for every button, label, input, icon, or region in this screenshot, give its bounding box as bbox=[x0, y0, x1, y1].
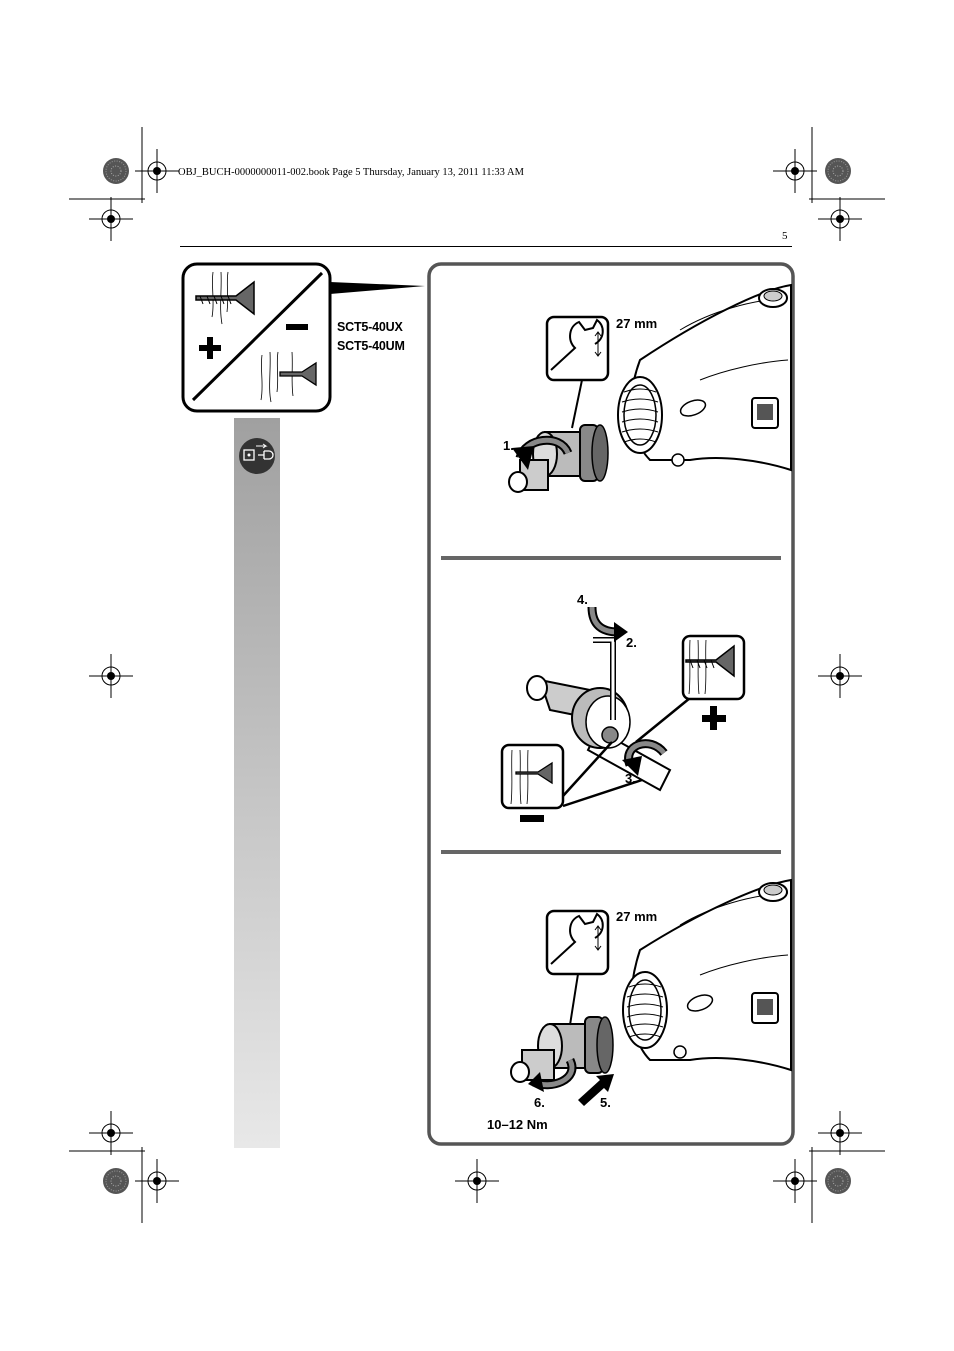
unplug-icon bbox=[239, 438, 275, 474]
page-number: 5 bbox=[782, 230, 788, 242]
torque-value: 10–12 Nm bbox=[487, 1117, 548, 1132]
header-rule bbox=[180, 246, 792, 247]
crop-marks bbox=[69, 127, 885, 1223]
step2-label: 2. bbox=[626, 635, 637, 650]
book-info-line: OBJ_BUCH-0000000011-002.book Page 5 Thur… bbox=[178, 167, 524, 178]
step4-label: 4. bbox=[577, 592, 588, 607]
step2-illustration bbox=[500, 606, 746, 822]
step1-label: 1. bbox=[503, 438, 514, 453]
model-name-1: SCT5-40UX bbox=[337, 320, 403, 334]
step3-illustration bbox=[510, 878, 792, 1106]
torque-setting-icon bbox=[181, 262, 425, 413]
model-name-2: SCT5-40UM bbox=[337, 339, 405, 353]
step1-illustration bbox=[508, 283, 792, 493]
step3-label: 3. bbox=[625, 771, 636, 786]
step1-wrench-size: 27 mm bbox=[616, 316, 658, 331]
step3-wrench-size: 27 mm bbox=[616, 909, 658, 924]
step5-label: 5. bbox=[600, 1095, 611, 1110]
step6-label: 6. bbox=[534, 1095, 545, 1110]
